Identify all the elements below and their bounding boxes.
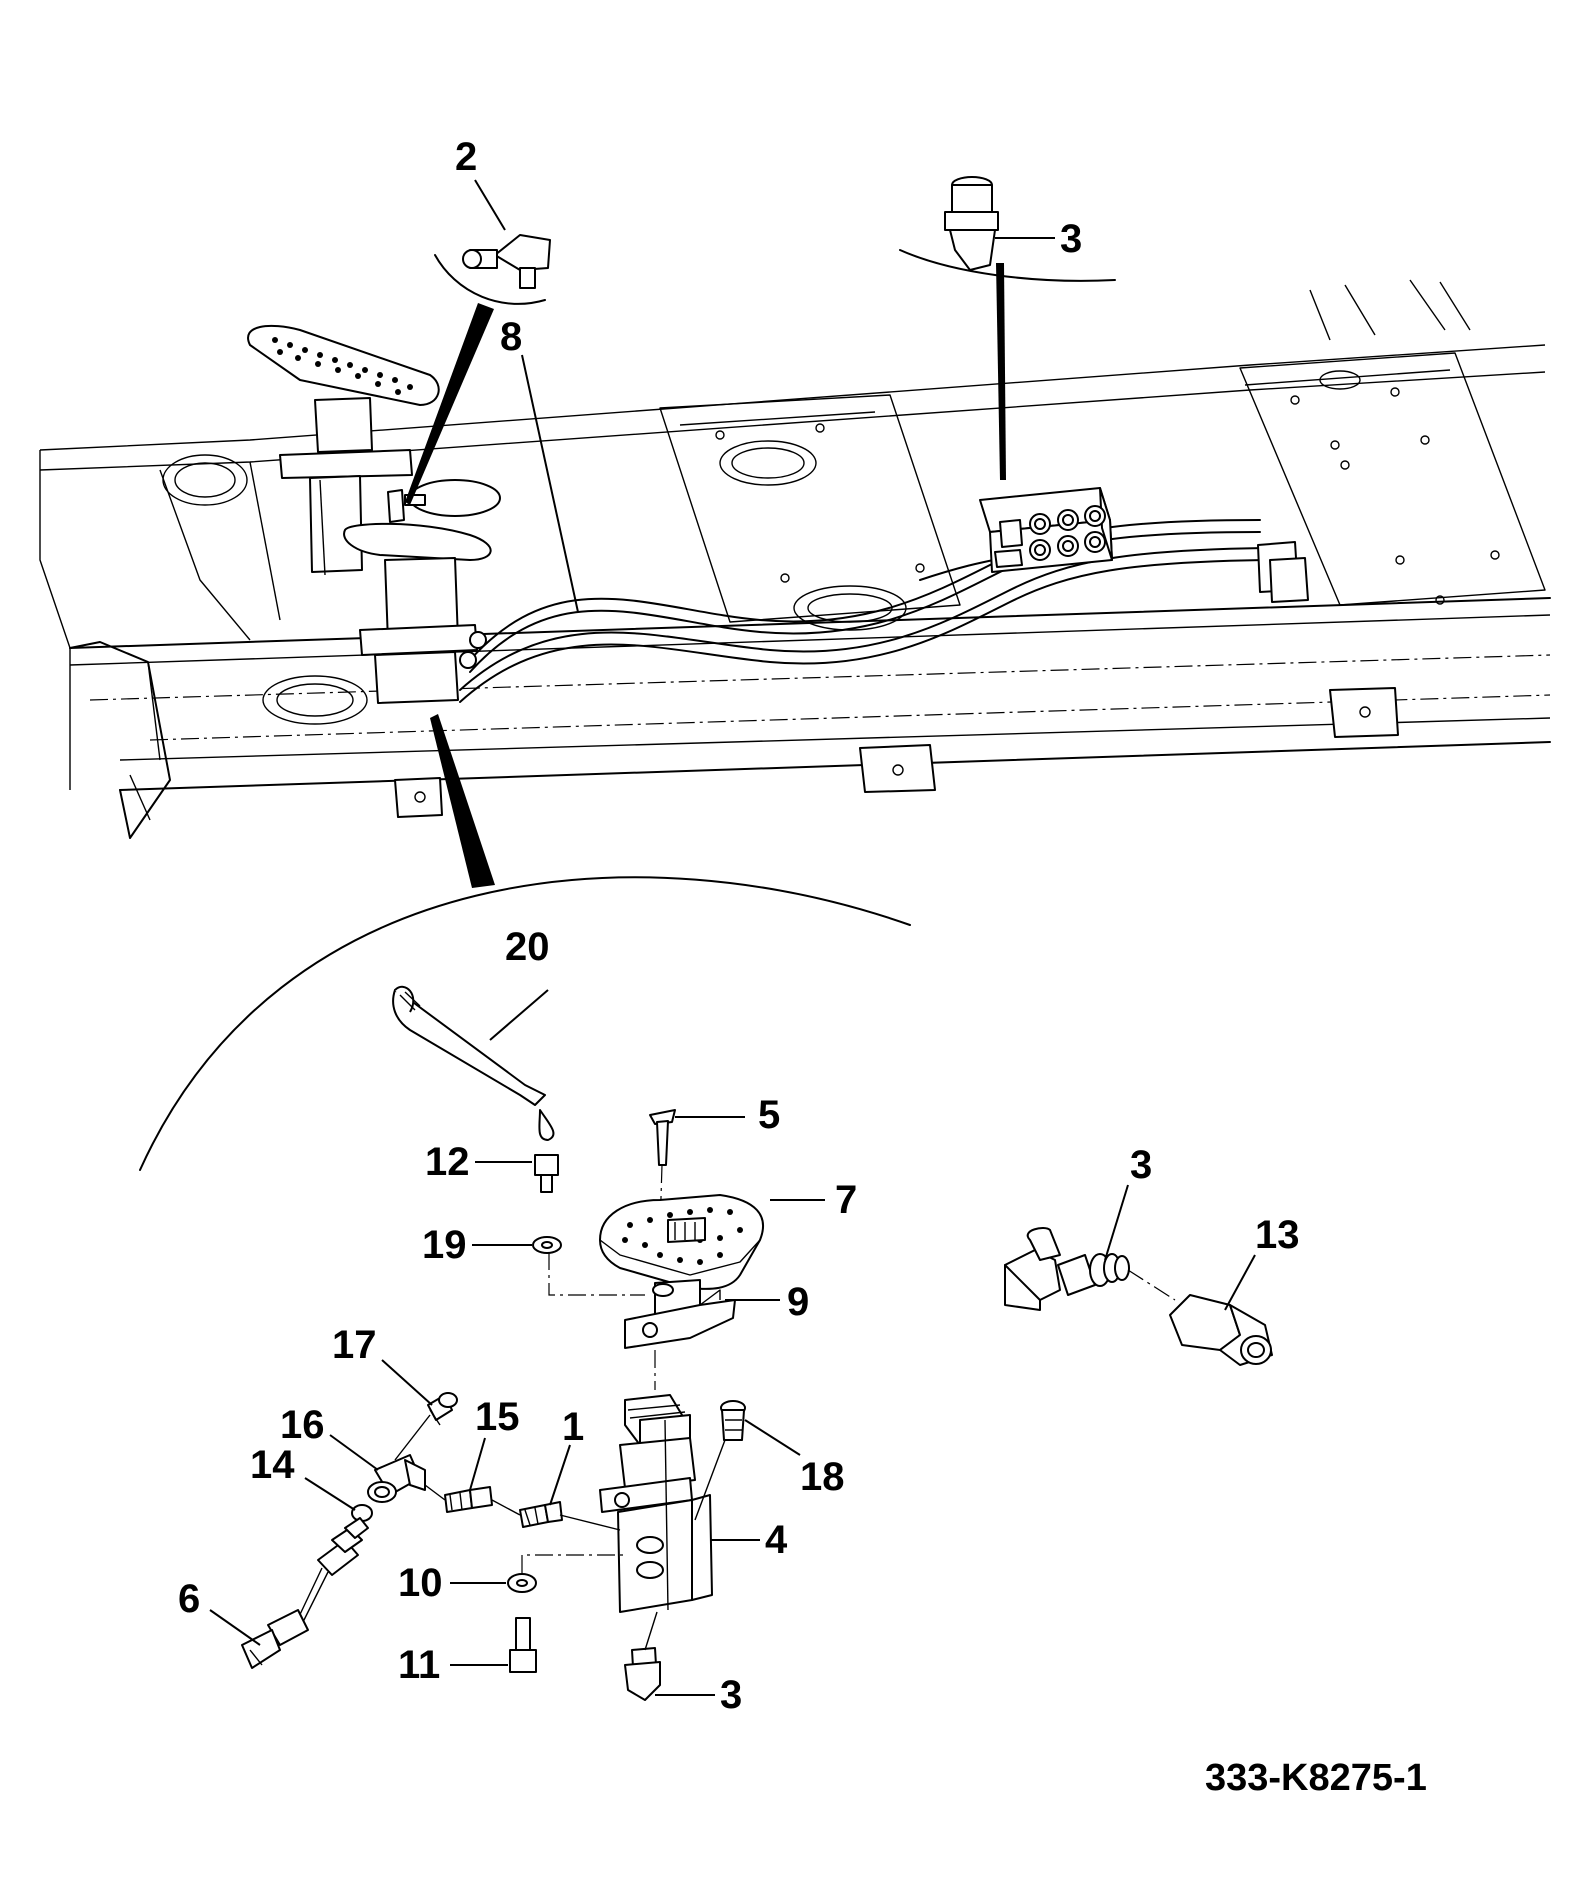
callout-2: 2 xyxy=(455,135,477,179)
bracket-9 xyxy=(624,1279,736,1349)
elbow-3-bottom xyxy=(624,1611,661,1701)
callout-18: 18 xyxy=(800,1455,845,1499)
callout-15: 15 xyxy=(475,1395,520,1439)
drawing-number: 333-K8275-1 xyxy=(1205,1757,1427,1799)
callout-1: 1 xyxy=(562,1405,584,1449)
detail-pointer xyxy=(430,714,495,888)
tee-16 xyxy=(367,1414,446,1503)
callouts: 2 3 8 20 5 12 7 19 9 3 13 17 16 14 15 1 … xyxy=(178,135,1300,1717)
pedal-assembly-upper xyxy=(247,324,501,704)
fitting-17 xyxy=(427,1392,458,1426)
callout-12: 12 xyxy=(425,1140,470,1184)
callout-17: 17 xyxy=(332,1323,377,1367)
callout-10: 10 xyxy=(398,1561,443,1605)
callout-16: 16 xyxy=(280,1403,325,1447)
callout-3-top: 3 xyxy=(1060,217,1082,261)
callout-5: 5 xyxy=(758,1093,780,1137)
connector-15 xyxy=(444,1486,521,1516)
callout-3-detail: 3 xyxy=(1130,1143,1152,1187)
detail-arc xyxy=(139,876,911,1171)
oring-14 xyxy=(351,1504,373,1522)
sealant-tube xyxy=(392,985,555,1141)
detail-circle-elbow xyxy=(899,176,1116,480)
screw-12 xyxy=(534,1154,559,1176)
callout-8: 8 xyxy=(500,315,522,359)
chassis-frame xyxy=(39,279,1551,839)
foot-pedal-7 xyxy=(599,1194,765,1290)
leader-lines xyxy=(209,179,1256,1696)
callout-6: 6 xyxy=(178,1577,200,1621)
adapter-13 xyxy=(1169,1294,1273,1366)
callout-3-bottom: 3 xyxy=(720,1673,742,1717)
callout-7: 7 xyxy=(835,1178,857,1222)
exploded-parts xyxy=(241,985,1273,1701)
callout-20: 20 xyxy=(505,925,550,969)
fitting-1 xyxy=(519,1501,621,1531)
callout-19: 19 xyxy=(422,1223,467,1267)
valve-body-4 xyxy=(599,1394,713,1613)
callout-4: 4 xyxy=(765,1518,788,1562)
callout-9: 9 xyxy=(787,1280,809,1324)
bolt-11 xyxy=(515,1617,531,1651)
elbow-3-detail xyxy=(1004,1227,1176,1311)
fitting-18 xyxy=(694,1400,746,1521)
callout-11: 11 xyxy=(398,1643,440,1687)
manifold-block xyxy=(979,487,1309,603)
callout-13: 13 xyxy=(1255,1213,1300,1257)
callout-14: 14 xyxy=(250,1443,295,1487)
detail-circle-tee xyxy=(405,234,551,505)
sensor-6 xyxy=(241,1517,369,1669)
